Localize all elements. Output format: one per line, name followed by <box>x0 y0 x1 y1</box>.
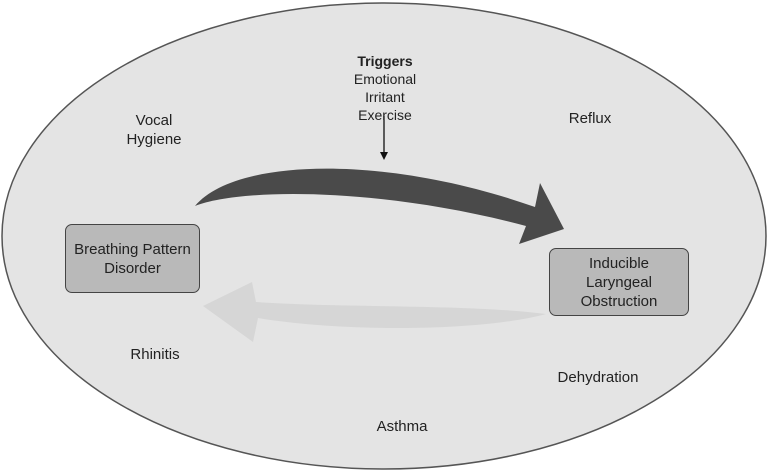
label-vocal-line1: Vocal <box>135 112 173 129</box>
box-bpd-label: Breathing Pattern Disorder <box>74 240 191 277</box>
label-vocal-hygiene: Vocal Hygiene <box>126 111 181 149</box>
trigger-arrow-head <box>380 152 388 160</box>
return-arrow <box>203 282 546 342</box>
trigger-item: Irritant <box>365 89 405 105</box>
box-breathing-pattern-disorder: Breathing Pattern Disorder <box>65 224 200 293</box>
triggers-title: Triggers <box>357 53 413 69</box>
label-reflux: Reflux <box>568 110 612 127</box>
box-ilo-label: Inducible Laryngeal Obstruction <box>580 254 658 310</box>
trigger-item: Emotional <box>353 71 417 87</box>
label-vocal-line2: Hygiene <box>126 131 182 148</box>
box-inducible-laryngeal-obstruction: Inducible Laryngeal Obstruction <box>549 248 689 316</box>
label-rhinitis: Rhinitis <box>130 346 180 363</box>
label-dehydration: Dehydration <box>557 369 639 386</box>
label-asthma: Asthma <box>376 418 428 435</box>
triggers-block: Triggers Emotional Irritant Exercise <box>354 52 416 124</box>
forward-arrow <box>195 168 564 244</box>
trigger-item: Exercise <box>358 107 412 123</box>
